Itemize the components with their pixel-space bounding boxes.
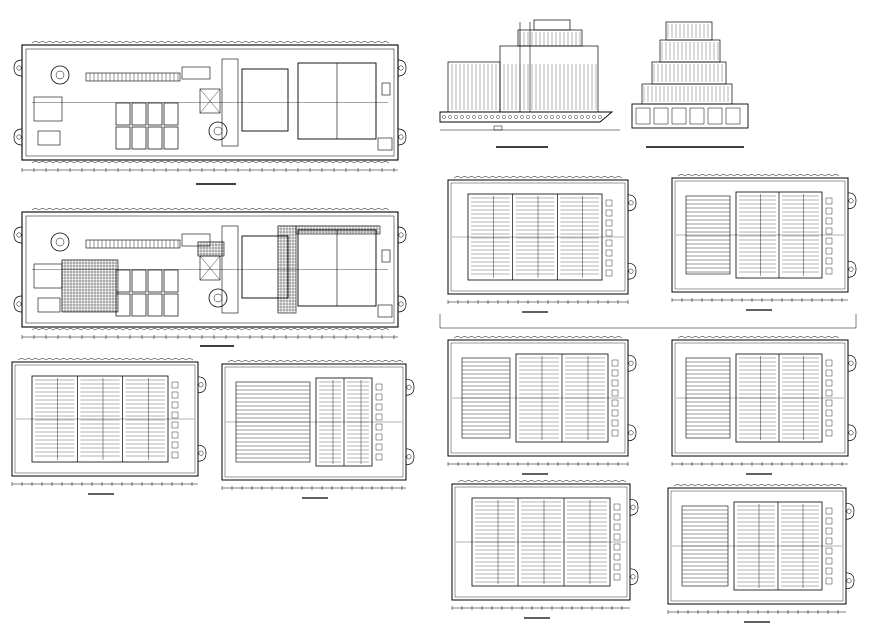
detail-plan-d [671, 336, 857, 475]
ground-floor-plan [13, 41, 407, 172]
separator-line [439, 314, 857, 329]
side-elevation [631, 21, 749, 148]
detail-plan-g [11, 358, 207, 495]
section-elevation [439, 19, 620, 148]
first-floor-plan [13, 208, 407, 339]
detail-plan-e [451, 480, 639, 619]
detail-plan-a [447, 176, 637, 313]
detail-plan-f [667, 484, 855, 623]
detail-plan-b [671, 174, 857, 311]
detail-plan-h [221, 360, 415, 499]
detail-plan-c [447, 336, 637, 475]
